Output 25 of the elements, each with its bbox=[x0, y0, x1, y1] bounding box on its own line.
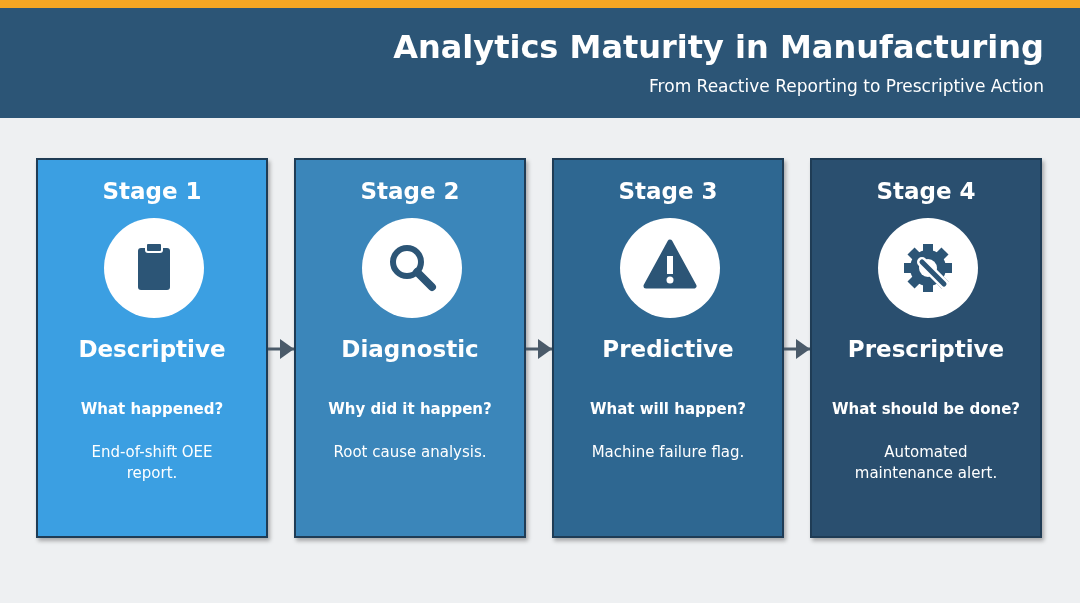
stage-description: Automated maintenance alert. bbox=[853, 442, 999, 484]
stage-question: What will happen? bbox=[588, 400, 748, 418]
chevron-arrow bbox=[526, 339, 552, 359]
stage-description: End-of-shift OEE report. bbox=[90, 442, 214, 484]
chevron-arrow bbox=[784, 339, 810, 359]
stage-card bbox=[294, 158, 526, 538]
stage-number: Stage 4 bbox=[875, 178, 977, 204]
stage-card bbox=[810, 158, 1042, 538]
stage-name: Prescriptive bbox=[846, 336, 1006, 362]
stage-number: Stage 2 bbox=[359, 178, 461, 204]
stage-card bbox=[552, 158, 784, 538]
chevron-arrow bbox=[268, 339, 294, 359]
stage-description: Machine failure flag. bbox=[590, 442, 746, 463]
stage-name: Diagnostic bbox=[340, 336, 480, 362]
stage-question: What happened? bbox=[79, 400, 225, 418]
stage-number: Stage 1 bbox=[101, 178, 203, 204]
subtitle: From Reactive Reporting to Prescriptive Action bbox=[649, 76, 1044, 96]
title: Analytics Maturity in Manufacturing bbox=[393, 28, 1044, 66]
stage-description: Root cause analysis. bbox=[332, 442, 488, 463]
stage-number: Stage 3 bbox=[617, 178, 719, 204]
stage-card bbox=[36, 158, 268, 538]
stage-name: Predictive bbox=[601, 336, 735, 362]
stage-question: Why did it happen? bbox=[327, 400, 493, 418]
stage-question: What should be done? bbox=[830, 400, 1022, 418]
stage-name: Descriptive bbox=[77, 336, 227, 362]
